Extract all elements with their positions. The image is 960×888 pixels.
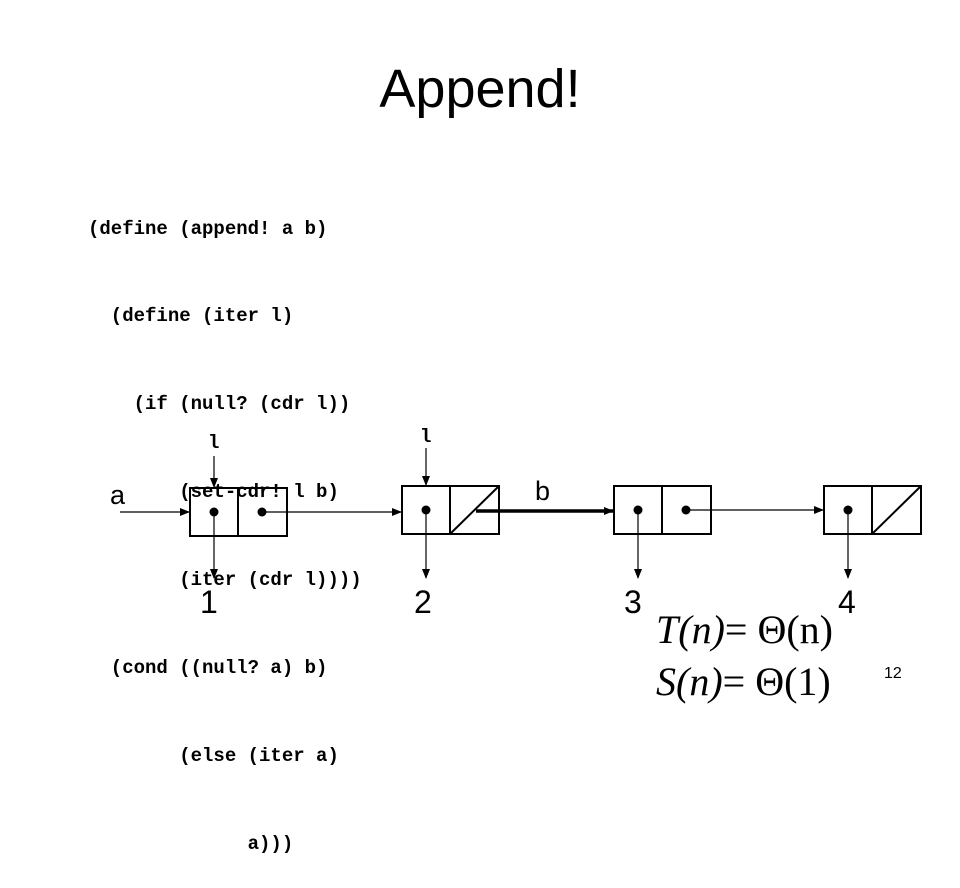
code-line: (else (iter a) — [88, 744, 339, 767]
cons-cell-1 — [189, 487, 288, 537]
space-complexity-formula: S(n)= Θ(1) — [656, 658, 831, 705]
code-line: (define (append! a b) — [88, 217, 328, 240]
var-label-b: b — [535, 476, 550, 506]
value-label: 4 — [838, 584, 856, 620]
slide-number: 12 — [884, 665, 902, 682]
var-label-a: a — [110, 480, 126, 510]
formula-lhs: S(n) — [656, 659, 723, 704]
cons-cell-3 — [613, 485, 712, 535]
code-line: (if (null? (cdr l)) — [88, 393, 351, 416]
code-line: (cond ((null? a) b) — [88, 657, 328, 680]
value-label: 1 — [200, 584, 218, 620]
box-pointer-diagram: l l a b 1 2 3 4 — [110, 426, 922, 620]
pointer-label-l: l — [208, 432, 219, 454]
value-label: 2 — [414, 584, 432, 620]
code-line: (define (iter l) — [88, 305, 294, 328]
slide-title: Append! — [379, 59, 581, 119]
time-complexity-formula: T(n)= Θ(n) — [656, 606, 833, 653]
code-line: a))) — [88, 832, 294, 855]
code-line: (set-cdr! l b) — [88, 481, 339, 504]
pointer-label-l: l — [420, 426, 431, 448]
formula-rhs: = Θ(n) — [724, 607, 833, 652]
formula-rhs: = Θ(1) — [722, 659, 831, 704]
code-line: (iter (cdr l)))) — [88, 569, 362, 592]
formula-lhs: T(n) — [656, 607, 725, 652]
value-label: 3 — [624, 584, 642, 620]
null-slash — [449, 485, 500, 535]
null-slash — [871, 485, 922, 535]
cons-cell-4 — [823, 485, 922, 535]
